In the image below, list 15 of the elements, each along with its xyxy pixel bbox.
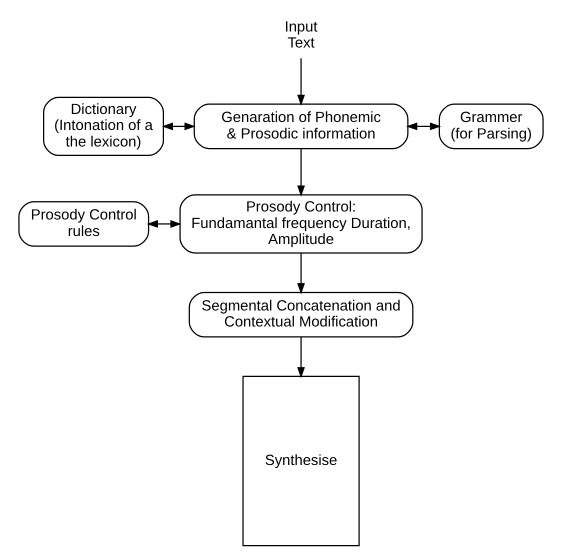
node-box: Segmental Concatenation and Contextual Modification	[188, 292, 414, 338]
arrow	[162, 122, 196, 130]
arrow	[297, 253, 305, 294]
node-box: Genaration of Phonemic & Prosodic information	[194, 104, 408, 150]
node-text: Input Text	[284, 19, 318, 52]
arrow	[297, 337, 305, 378]
node-box: Prosody Control: Fundamantal frequency Duration, Amplitude	[179, 194, 423, 254]
node-box: Dictionary (Intonation of a the lexicon)	[43, 96, 164, 156]
node-box: Grammer (for Parsing)	[438, 104, 544, 150]
node-box: Prosody Control rules	[18, 201, 150, 247]
node-box: Synthesise	[242, 376, 360, 546]
arrow	[406, 122, 442, 130]
arrow	[146, 220, 182, 228]
arrow	[297, 58, 305, 106]
arrow	[297, 148, 305, 197]
